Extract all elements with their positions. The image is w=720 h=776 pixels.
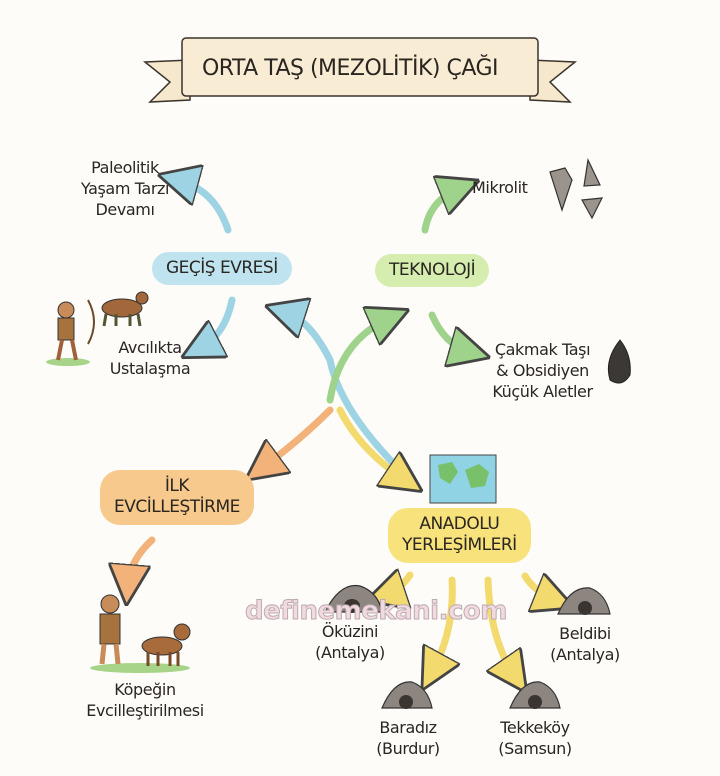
leaf-line: Paleolitik bbox=[91, 158, 159, 177]
arrow-to-beldibi bbox=[521, 572, 555, 600]
cave-icon-baradiz bbox=[381, 681, 433, 709]
world-map-icon bbox=[429, 454, 497, 504]
arrow-to-okuzini bbox=[385, 575, 414, 595]
node-evcil-line2: EVCİLLEŞTİRME bbox=[114, 497, 240, 518]
microlith-icon bbox=[549, 157, 604, 220]
title-banner bbox=[142, 37, 578, 103]
leaf-line: Küçük Aletler bbox=[492, 381, 593, 401]
cave-icon-beldibi bbox=[557, 587, 611, 615]
arrow-to-baradiz bbox=[432, 576, 452, 672]
arrow-to-evcil bbox=[262, 406, 334, 468]
arrow-cross-green bbox=[326, 318, 390, 404]
page-title: ORTA TAŞ (MEZOLİTİK) ÇAĞI bbox=[201, 55, 499, 81]
leaf-line: Devamı bbox=[95, 199, 155, 219]
arrow-to-avcilik bbox=[200, 296, 236, 348]
arrow-to-kopek bbox=[128, 536, 156, 585]
node-teknoloji: TEKNOLOJİ bbox=[375, 254, 490, 288]
node-anadolu-yerlesimleri: ANADOLU YERLEŞİMLERİ bbox=[388, 508, 531, 563]
leaf-cakmak: Çakmak Taşı & Obsidiyen Küçük Aletler bbox=[480, 340, 605, 402]
node-anadolu-line2: YERLEŞİMLERİ bbox=[402, 535, 517, 556]
leaf-line: (Antalya) bbox=[550, 644, 620, 664]
obsidian-icon bbox=[607, 339, 631, 384]
hunter-illustration bbox=[46, 299, 95, 366]
leaf-line: & Obsidiyen bbox=[496, 360, 589, 380]
leaf-line: Evcilleştirilmesi bbox=[86, 700, 204, 720]
leaf-line: Yaşam Tarzı bbox=[80, 178, 170, 198]
leaf-beldibi: Beldibi (Antalya) bbox=[535, 624, 635, 666]
leaf-line: Avcılıkta bbox=[118, 338, 182, 357]
cave-icon-tekkekoy bbox=[509, 681, 561, 709]
arrow-cross-blue bbox=[285, 312, 404, 474]
leaf-line: Öküzini bbox=[321, 622, 379, 641]
leaf-line: (Samsun) bbox=[498, 738, 572, 758]
person-with-dog-illustration bbox=[90, 594, 191, 673]
leaf-line: Beldibi bbox=[559, 624, 611, 643]
cave-icon-okuzini bbox=[324, 584, 383, 613]
leaf-tekkekoy: Tekkeköy (Samsun) bbox=[485, 718, 585, 760]
watermark: definemekani.com bbox=[245, 596, 508, 627]
node-gecis-evresi: GEÇİŞ EVRESİ bbox=[152, 252, 292, 286]
node-ilk-evcillestirme: İLK EVCİLLEŞTİRME bbox=[100, 470, 254, 525]
leaf-line: Baradız bbox=[379, 718, 437, 737]
leaf-line: (Antalya) bbox=[315, 642, 385, 662]
node-anadolu-line1: ANADOLU bbox=[419, 514, 500, 534]
arrow-to-tekkekoy bbox=[484, 576, 515, 676]
leaf-avcilik: Avcılıkta Ustalaşma bbox=[100, 338, 200, 380]
leaf-paleolitik: Paleolitik Yaşam Tarzı Devamı bbox=[70, 158, 180, 220]
leaf-mikrolit: Mikrolit bbox=[472, 178, 528, 197]
arrow-to-paleolitik bbox=[178, 180, 232, 234]
leaf-line: (Burdur) bbox=[376, 738, 440, 758]
arrow-to-cakmak bbox=[428, 311, 470, 352]
cave-icons bbox=[324, 584, 611, 709]
leaf-line: Çakmak Taşı bbox=[494, 340, 591, 359]
arrow-to-anadolu bbox=[336, 406, 405, 480]
leaf-line: Tekkeköy bbox=[500, 718, 570, 737]
leaf-baradiz: Baradız (Burdur) bbox=[358, 718, 458, 760]
arrow-to-mikrolit bbox=[421, 188, 460, 234]
node-evcil-line1: İLK bbox=[164, 476, 190, 496]
leaf-line: Ustalaşma bbox=[109, 358, 191, 378]
goat-illustration bbox=[101, 291, 149, 327]
leaf-okuzini: Öküzini (Antalya) bbox=[300, 622, 400, 664]
leaf-line: Köpeğin bbox=[114, 680, 176, 699]
leaf-kopek: Köpeğin Evcilleştirilmesi bbox=[70, 680, 220, 722]
